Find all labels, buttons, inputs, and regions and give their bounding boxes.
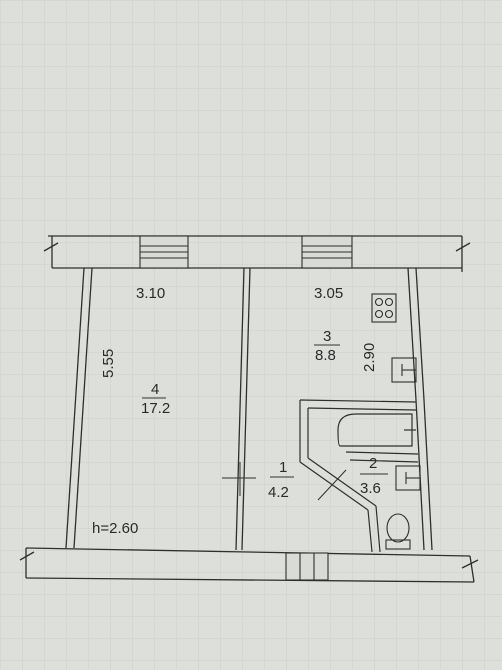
door-swing-marks: [222, 462, 347, 501]
dim-room4-length: 5.55: [100, 349, 117, 378]
top-exterior-wall: [43, 235, 471, 272]
room-3-label: 3 8.8: [314, 328, 340, 364]
room-1-area: 4.2: [268, 484, 289, 501]
dim-room3-length: 2.90: [361, 343, 378, 372]
bottom-exterior-wall: [19, 547, 479, 583]
bathtub: [337, 413, 416, 447]
stove: [371, 293, 397, 323]
room-4-label: 4 17.2: [141, 381, 170, 417]
entrance-door: [285, 552, 329, 581]
room-2-number: 2: [369, 455, 377, 472]
sink: [391, 357, 417, 383]
wc-sink: [395, 465, 421, 491]
ceiling-height: h=2.60: [92, 520, 138, 537]
room-3-area: 8.8: [315, 347, 336, 364]
room-2-label: 2 3.6: [360, 455, 388, 497]
dim-room4-width: 3.10: [136, 285, 165, 302]
room-3-number: 3: [323, 328, 331, 345]
left-wall: [65, 267, 93, 549]
toilet: [385, 513, 411, 550]
room-1-number: 1: [279, 459, 287, 476]
room-1-label: 1 4.2: [268, 459, 294, 501]
room-2-area: 3.6: [360, 480, 381, 497]
window-right: [301, 235, 353, 269]
bathroom-walls: [299, 399, 419, 553]
room-4-area: 17.2: [141, 400, 170, 417]
dim-room3-width: 3.05: [314, 285, 343, 302]
window-left: [139, 235, 189, 269]
partition-wall: [235, 267, 251, 551]
room-4-number: 4: [151, 381, 159, 398]
